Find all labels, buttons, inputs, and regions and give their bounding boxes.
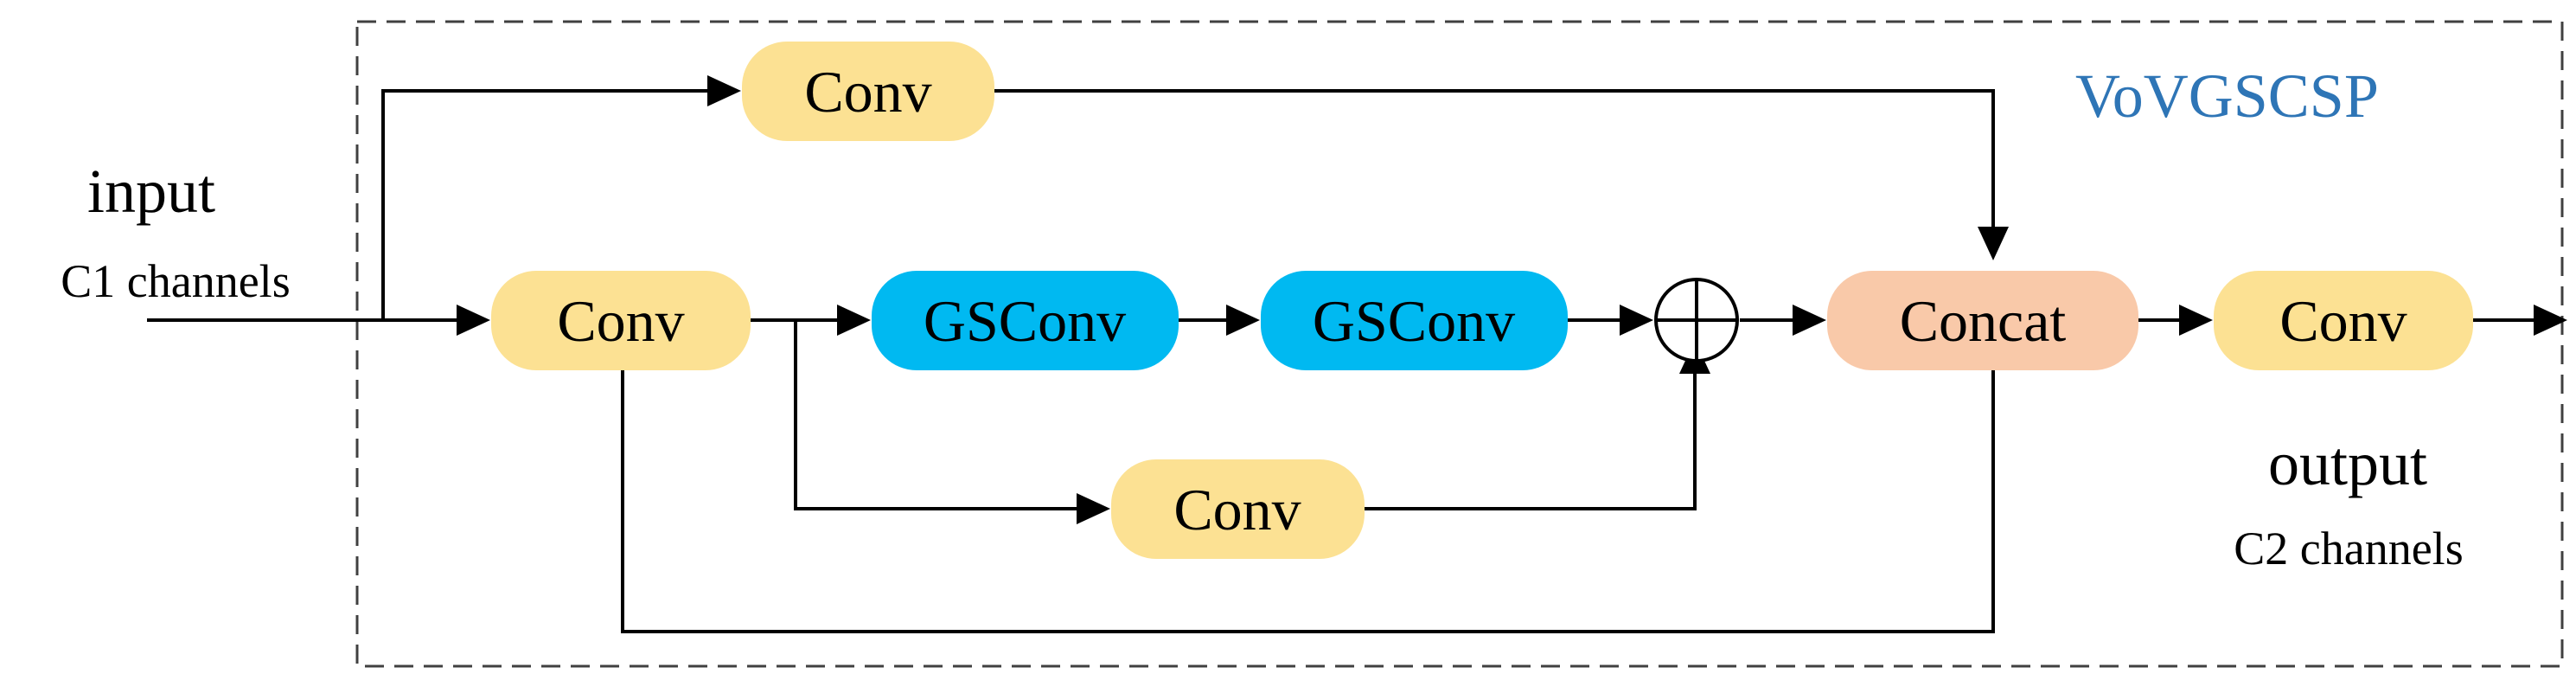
- module-border: [355, 20, 2564, 668]
- node-conv-out-label: Conv: [2279, 288, 2407, 354]
- output-channels-label: C2 channels: [2234, 523, 2463, 574]
- node-conv-top-label: Conv: [804, 59, 931, 125]
- node-concat-label: Concat: [1900, 288, 2067, 354]
- node-gsconv-2: GSConv: [1261, 271, 1568, 370]
- input-label: input: [87, 157, 215, 226]
- node-gsconv-2-label: GSConv: [1313, 288, 1515, 354]
- node-conv-shortcut: Conv: [1111, 459, 1365, 559]
- add-operator-icon: [1654, 278, 1739, 363]
- node-conv-out: Conv: [2214, 271, 2473, 370]
- node-concat: Concat: [1827, 271, 2138, 370]
- node-gsconv-1-label: GSConv: [924, 288, 1126, 354]
- module-title: VoVGSCSP: [2075, 61, 2379, 131]
- node-conv-top: Conv: [742, 42, 994, 141]
- node-gsconv-1: GSConv: [872, 271, 1179, 370]
- node-conv-first-label: Conv: [557, 288, 684, 354]
- node-conv-first: Conv: [491, 271, 751, 370]
- input-channels-label: C1 channels: [61, 255, 290, 307]
- node-conv-shortcut-label: Conv: [1173, 477, 1301, 542]
- output-label: output: [2268, 429, 2427, 498]
- connector-lines: [147, 89, 2534, 633]
